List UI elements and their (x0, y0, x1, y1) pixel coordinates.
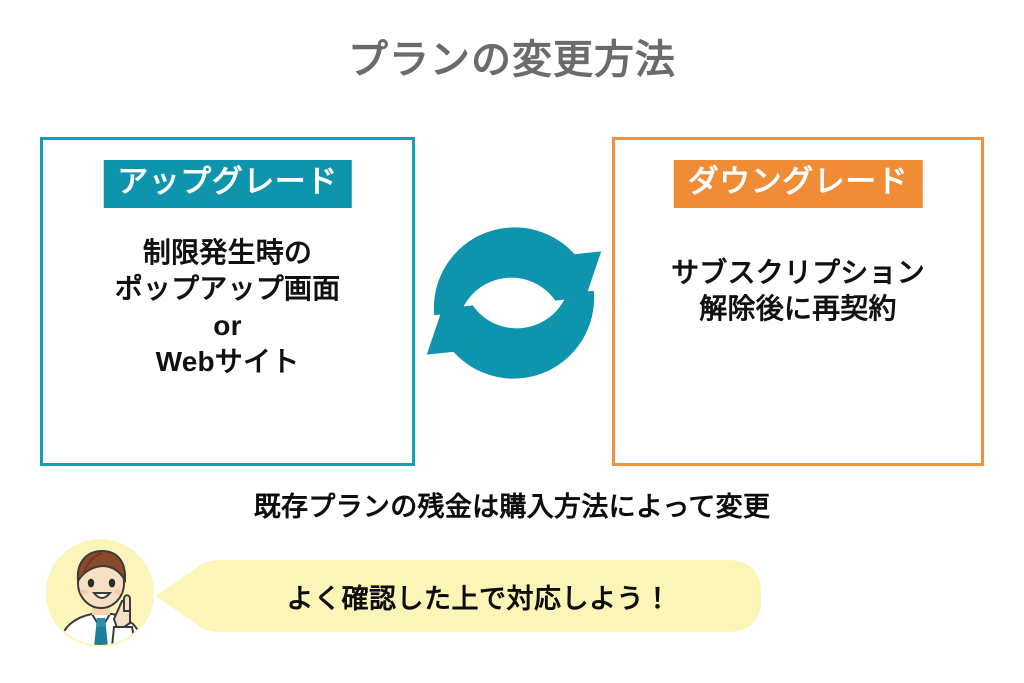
panel-upgrade-body-line-3: or (213, 309, 242, 341)
panel-downgrade-body: サブスクリプション 解除後に再契約 (615, 255, 981, 328)
panel-downgrade: ダウングレード サブスクリプション 解除後に再契約 (612, 137, 984, 466)
footnote-text: 既存プランの残金は購入方法によって変更 (253, 492, 771, 522)
panel-upgrade-body-line-1: 制限発生時の (142, 237, 313, 268)
panel-upgrade-body-line-2: ポップアップ画面 (114, 273, 341, 305)
page-title: プランの変更方法 (348, 38, 676, 82)
panel-downgrade-body-line-2: 解除後に再契約 (699, 293, 897, 325)
panel-upgrade-body-line-4: Webサイト (155, 346, 300, 378)
panel-downgrade-body-line-1: サブスクリプション (671, 257, 925, 288)
speech-bubble: よく確認した上で対応しよう！ (155, 558, 763, 634)
sync-circular-arrows-icon (418, 207, 610, 399)
business-person-pointing-avatar (46, 539, 154, 647)
panel-upgrade-header-label: アップグレード (103, 160, 352, 208)
speech-bubble-text: よく確認した上で対応しよう！ (286, 583, 672, 614)
panel-downgrade-header-label: ダウングレード (673, 160, 923, 208)
panel-upgrade-body: 制限発生時の ポップアップ画面 or Webサイト (43, 235, 412, 381)
panel-upgrade: アップグレード 制限発生時の ポップアップ画面 or Webサイト (40, 137, 415, 466)
